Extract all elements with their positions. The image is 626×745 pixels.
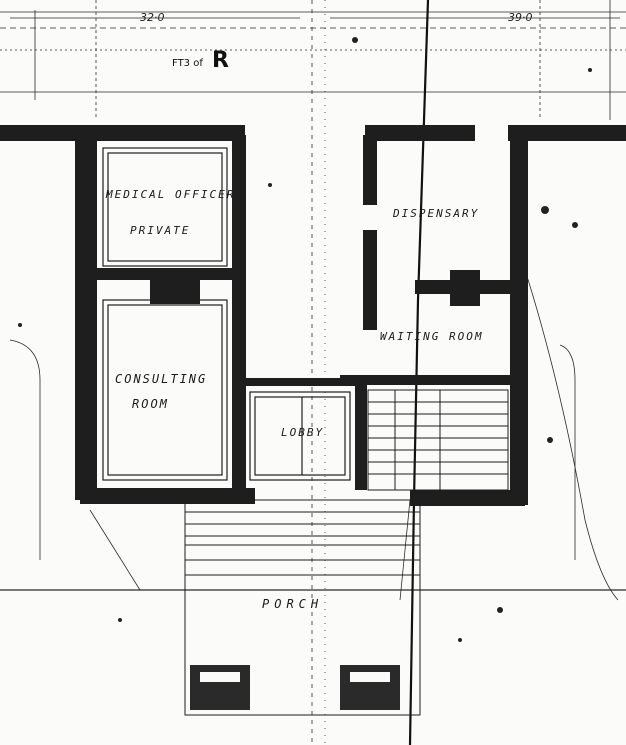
walls [0,125,626,506]
room-label-consulting-room: ROOM [132,397,169,411]
wall [355,378,367,490]
speckle [458,638,462,642]
room-label-dispensary: DISPENSARY [393,207,480,220]
site-boundary [524,269,619,601]
site-boundary [89,509,141,591]
speckle [497,607,503,613]
room-outline [102,147,228,267]
steps-outline [184,499,421,546]
speckle [18,323,22,327]
wall [340,375,525,385]
speckle [547,437,553,443]
stair-outline [367,389,509,491]
pier-detail [200,672,240,682]
wall [410,490,525,506]
wall [75,135,97,500]
porch-piers [190,665,400,710]
dimension-label-right: 39·0 [508,11,533,24]
wall [244,378,364,386]
pier-detail [350,672,390,682]
speckle [268,183,272,187]
site-boundary [559,344,576,560]
speckle [572,222,578,228]
room-label-porch: PORCH [262,597,324,611]
speckle [541,206,549,214]
room-label-lobby: LOBBY [281,426,325,439]
wall [80,488,255,504]
speckle [588,68,592,72]
wall [363,230,377,330]
wall [0,125,245,141]
wall [365,125,475,141]
wall [232,135,246,495]
porch-outline [184,544,421,716]
sheet-reference-letter: R [212,48,229,73]
print-speckles [18,37,592,642]
room-outline [107,152,223,262]
porch-pier [340,665,400,710]
room-outline [254,396,346,476]
room-outline [102,299,228,481]
paper-crease [408,0,430,745]
speckle [118,618,122,622]
stairs [367,389,509,491]
wall [508,125,626,141]
site-boundary [9,339,41,560]
dimension-label-left: 32·0 [140,11,165,24]
speckle [352,37,358,43]
entrance-steps [184,499,421,546]
porch-pier [190,665,250,710]
room-label-waiting-room: WAITING ROOM [380,330,484,343]
room-outline [249,391,351,481]
room-label-medical-officer: MEDICAL OFFICER [106,188,236,201]
wall [363,135,377,205]
wall [150,268,200,304]
room-label-private: PRIVATE [130,224,191,237]
wall [510,135,528,505]
porch [184,544,421,716]
room-outline [107,304,223,476]
room-outlines [102,147,351,481]
wall [450,270,480,306]
site-boundary [399,499,411,601]
porch-pier-detail [200,672,390,682]
room-label-consulting: CONSULTING [115,372,208,386]
sheet-reference: FT3 of [172,58,203,69]
